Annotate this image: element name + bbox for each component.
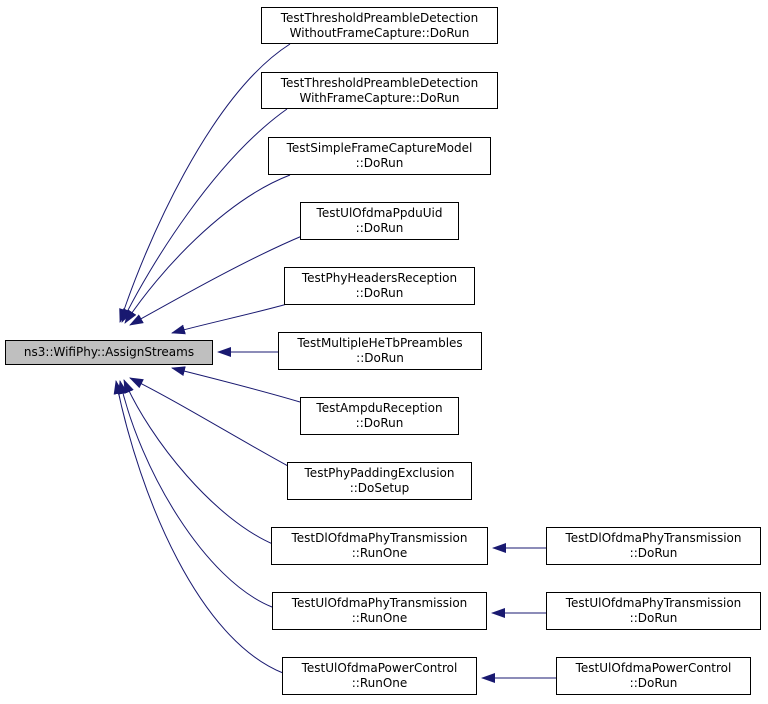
- caller-node-n3[interactable]: TestSimpleFrameCaptureModel::DoRun: [268, 137, 491, 175]
- edge-n1-root: [119, 43, 291, 323]
- node-label-line: ::DoRun: [355, 221, 404, 235]
- caller-node-n14[interactable]: TestUlOfdmaPowerControl::DoRun: [556, 657, 751, 695]
- caller-node-n12[interactable]: TestDlOfdmaPhyTransmission::DoRun: [546, 527, 761, 565]
- node-label-line: ::RunOne: [351, 611, 408, 625]
- caller-node-n11[interactable]: TestUlOfdmaPowerControl::RunOne: [282, 657, 477, 695]
- node-label-line: TestMultipleHeTbPreambles: [297, 336, 463, 350]
- node-label-line: TestUlOfdmaPhyTransmission: [291, 596, 468, 610]
- node-label-line: TestThresholdPreambleDetection: [280, 75, 479, 90]
- node-label-line: TestAmpduReception: [316, 401, 443, 415]
- caller-node-n4[interactable]: TestUlOfdmaPpduUid::DoRun: [300, 202, 459, 240]
- node-label-line: ::DoRun: [355, 156, 404, 170]
- edge-n7-root: [171, 366, 301, 403]
- node-label-line: TestDlOfdmaPhyTransmission: [565, 531, 742, 545]
- node-label-line: TestPhyHeadersReception: [301, 271, 458, 285]
- node-label-line: ::DoRun: [355, 286, 404, 300]
- edge-n4-root: [129, 235, 303, 326]
- node-label-line: TestUlOfdmaPhyTransmission: [565, 596, 742, 610]
- node-label-line: ::DoRun: [629, 546, 678, 560]
- edge-n11-root: [113, 380, 284, 674]
- node-label-line: ::DoRun: [629, 611, 678, 625]
- node-label-line: TestUlOfdmaPowerControl: [575, 661, 732, 675]
- caller-node-n6[interactable]: TestMultipleHeTbPreambles::DoRun: [278, 332, 482, 370]
- caller-node-n9[interactable]: TestDlOfdmaPhyTransmission::RunOne: [271, 527, 488, 565]
- caller-node-n5[interactable]: TestPhyHeadersReception::DoRun: [284, 267, 475, 305]
- node-label-line: WithFrameCapture::DoRun: [299, 90, 460, 105]
- node-label-line: ::DoRun: [356, 351, 404, 365]
- edge-n3-root: [124, 174, 291, 324]
- node-label-line: ::DoRun: [629, 676, 678, 690]
- node-label-line: ::DoSetup: [349, 481, 410, 495]
- node-label-line: ::RunOne: [351, 676, 408, 690]
- node-label-line: TestThresholdPreambleDetection: [280, 10, 479, 25]
- node-label-line: WithoutFrameCapture::DoRun: [289, 25, 470, 40]
- caller-node-n8[interactable]: TestPhyPaddingExclusion::DoSetup: [287, 462, 472, 500]
- edge-n10-root: [117, 380, 273, 608]
- caller-node-n10[interactable]: TestUlOfdmaPhyTransmission::RunOne: [272, 592, 487, 630]
- node-label-line: TestUlOfdmaPowerControl: [301, 661, 458, 675]
- edge-n5-root: [171, 303, 288, 335]
- node-label-line: ns3::WifiPhy::AssignStreams: [23, 345, 195, 359]
- node-label-line: ::DoRun: [355, 416, 404, 430]
- node-label-line: TestDlOfdmaPhyTransmission: [291, 531, 468, 545]
- node-label-line: TestUlOfdmaPpduUid: [316, 206, 443, 220]
- caller-node-n7[interactable]: TestAmpduReception::DoRun: [300, 397, 459, 435]
- edge-n8-root: [129, 377, 289, 467]
- node-label-line: TestSimpleFrameCaptureModel: [286, 141, 473, 155]
- node-label-line: TestPhyPaddingExclusion: [304, 466, 455, 480]
- caller-node-n13[interactable]: TestUlOfdmaPhyTransmission::DoRun: [546, 592, 761, 630]
- edge-n9-root: [123, 379, 276, 546]
- root-node: ns3::WifiPhy::AssignStreams: [5, 340, 213, 365]
- node-label-line: ::RunOne: [351, 546, 408, 560]
- edge-n2-root: [121, 108, 288, 323]
